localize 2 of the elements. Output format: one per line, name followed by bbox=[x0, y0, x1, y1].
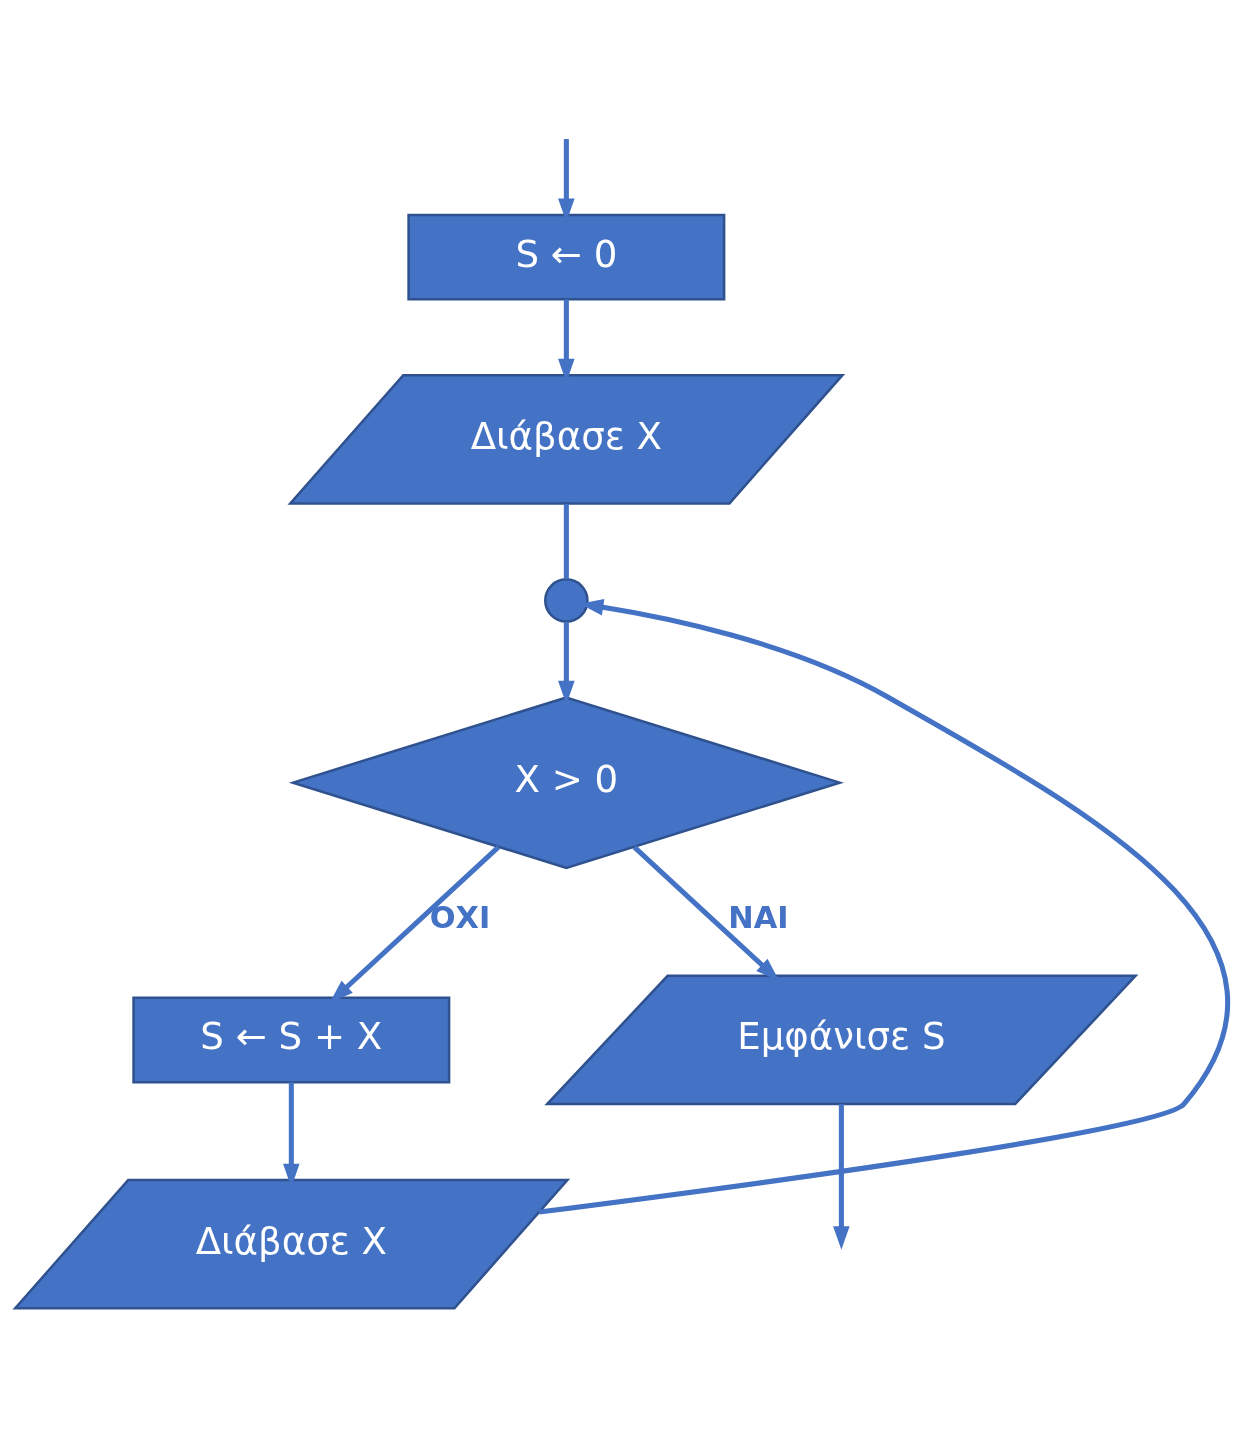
edge-label: ΟΧΙ bbox=[429, 899, 491, 935]
edge-label: ΝΑΙ bbox=[728, 899, 789, 935]
